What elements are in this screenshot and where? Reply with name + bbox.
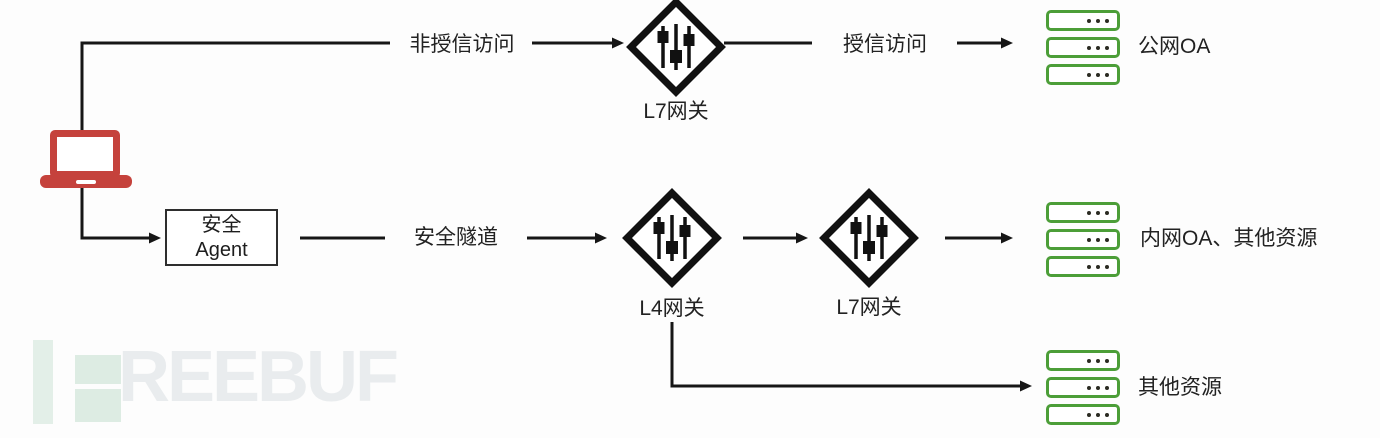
gateway-diamond-icon: [819, 188, 919, 288]
laptop-screen: [50, 130, 120, 178]
l7-gateway-inner-icon: [819, 188, 919, 288]
trusted-access-label: 授信访问: [843, 33, 927, 56]
gateway-diamond-icon: [622, 188, 722, 288]
server-row: [1046, 202, 1120, 223]
secure-tunnel-label: 安全隧道: [414, 226, 498, 249]
l7-gateway-top-icon: [626, 0, 726, 97]
sliders-glyph: [653, 222, 691, 254]
agent-label-line1: 安全: [201, 213, 242, 236]
client-laptop-icon: [40, 130, 132, 189]
gateway-diamond-icon: [626, 0, 726, 97]
server-row: [1046, 350, 1120, 371]
public-oa-server-stack-icon: [1046, 10, 1120, 85]
watermark-text: REEBUF: [118, 337, 399, 417]
other-resources-server-stack-icon: [1046, 350, 1120, 425]
intranet-server-stack-icon: [1046, 202, 1120, 277]
agent-label-line2: Agent: [195, 238, 248, 261]
server-row: [1046, 404, 1120, 425]
server-row: [1046, 10, 1120, 31]
server-row: [1046, 256, 1120, 277]
watermark-logo-bar-bottom: [75, 389, 121, 422]
server-row: [1046, 377, 1120, 398]
server-row: [1046, 64, 1120, 85]
intranet-label: 内网OA、其他资源: [1140, 227, 1318, 250]
untrusted-access-label: 非授信访问: [409, 33, 515, 56]
edge-client-to-agent: [80, 186, 161, 244]
server-row: [1046, 229, 1120, 250]
watermark-logo-bar-top: [75, 355, 121, 384]
l7-gateway-inner-label: L7网关: [836, 296, 902, 319]
edge-l4-to-other: [670, 322, 1032, 392]
edge-client-to-untrusted: [80, 41, 390, 137]
public-oa-label: 公网OA: [1138, 35, 1211, 58]
watermark-logo-bar-vertical: [33, 340, 53, 424]
l7-gateway-top-label: L7网关: [643, 100, 709, 123]
sliders-glyph: [850, 222, 888, 254]
l4-gateway-label: L4网关: [639, 297, 705, 320]
sliders-glyph: [657, 31, 695, 63]
security-agent-box: 安全 Agent: [165, 209, 278, 266]
laptop-notch: [76, 180, 96, 184]
l4-gateway-icon: [622, 188, 722, 288]
server-row: [1046, 37, 1120, 58]
other-resources-label: 其他资源: [1138, 376, 1222, 399]
